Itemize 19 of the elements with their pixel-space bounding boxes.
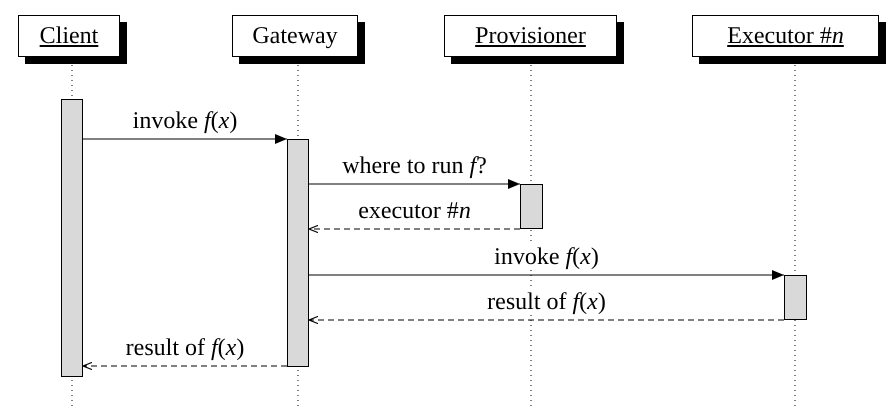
message-label: result of f(x) [485, 289, 608, 315]
activation-bar [61, 99, 83, 377]
message-arrow [82, 134, 288, 144]
message-label: where to run f? [340, 153, 489, 179]
return-arrow [82, 362, 288, 370]
activation-bar [520, 184, 543, 229]
participant-name: Gateway [252, 22, 338, 50]
participant-name: Client [40, 22, 98, 50]
participant-name: Provisioner [475, 22, 586, 50]
message-label: result of f(x) [124, 335, 246, 361]
message-label: invoke f(x) [130, 108, 240, 134]
return-arrow [308, 224, 520, 234]
activation-bar [784, 275, 807, 320]
message-label: invoke f(x) [492, 244, 601, 270]
participant-name: Executor #n [727, 22, 844, 50]
activation-bar [287, 139, 309, 367]
message-arrow [308, 179, 520, 189]
return-arrow [308, 316, 784, 324]
message-arrow [308, 270, 784, 280]
